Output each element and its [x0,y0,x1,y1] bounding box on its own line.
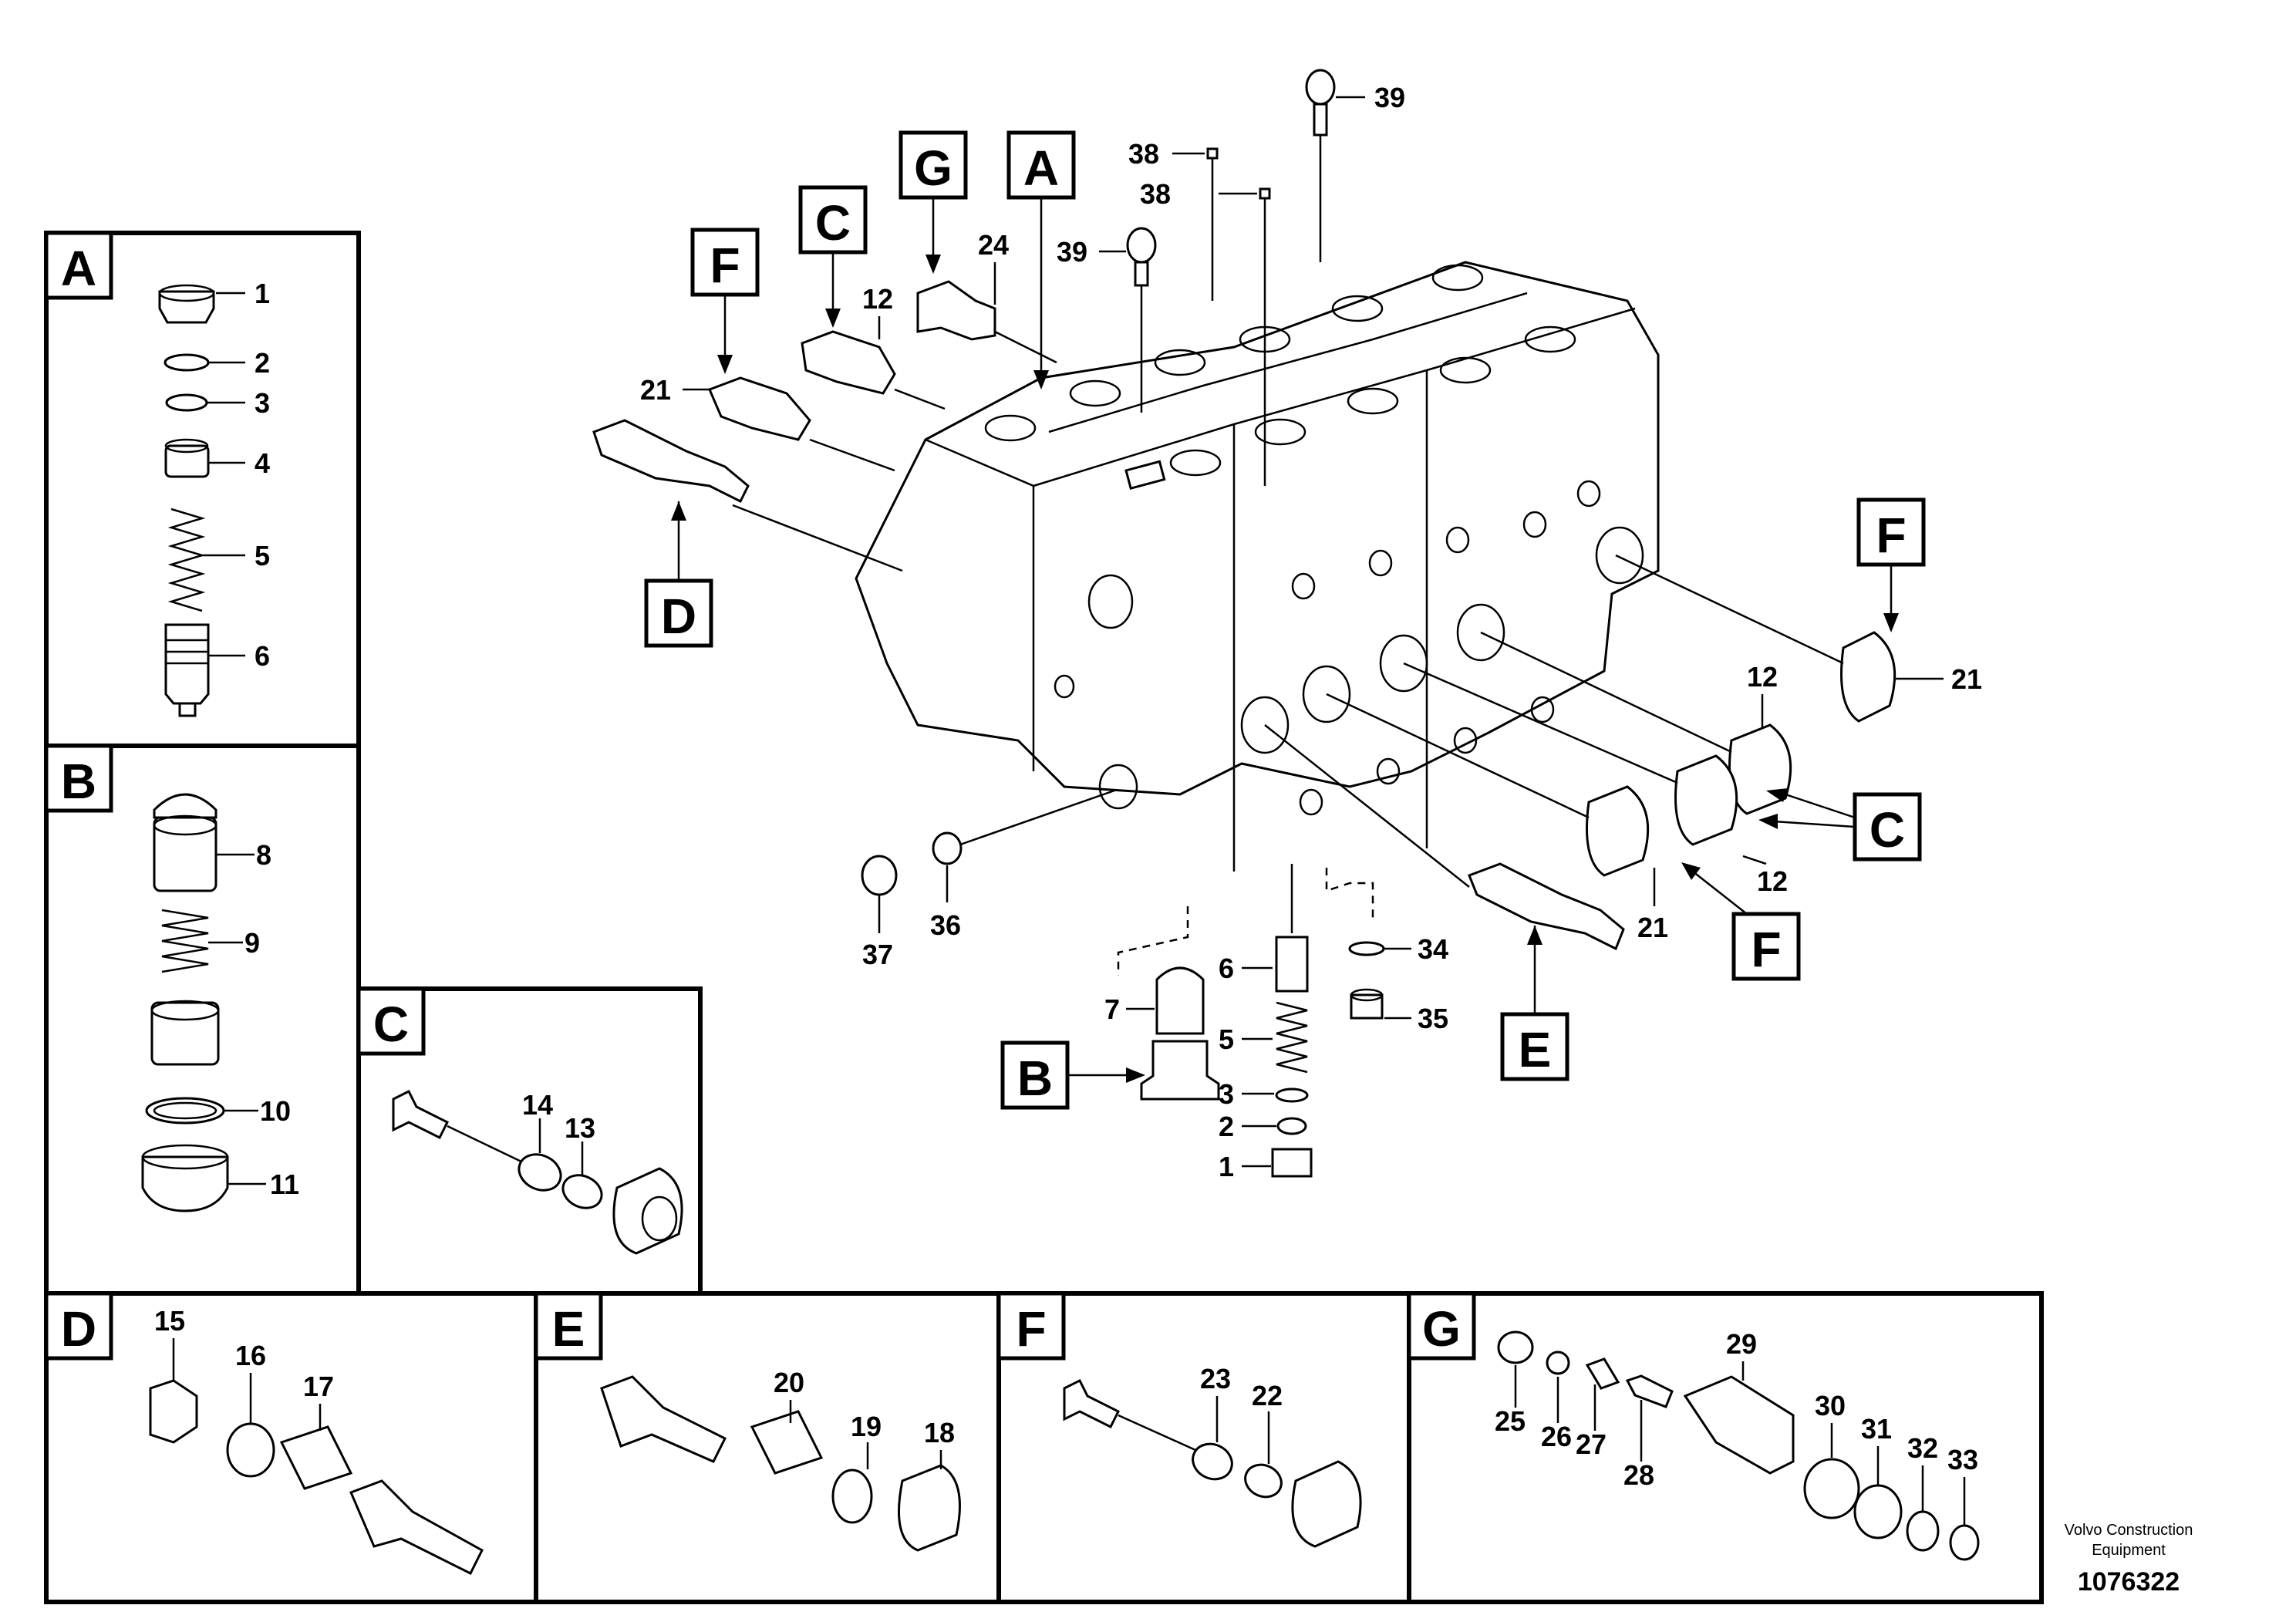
callout-g-30: 30 [1815,1390,1846,1421]
callout-a-2: 2 [255,347,270,379]
block-ports [984,264,1644,816]
callout-main-21-bottom: 21 [1637,912,1668,943]
callout-main-12-top: 12 [862,283,893,315]
callout-g-33: 33 [1947,1444,1978,1475]
callout-main-1: 1 [1219,1151,1234,1182]
panel-b-label: B [61,754,96,809]
panel-a-label: A [61,241,96,296]
callout-g-32: 32 [1907,1432,1938,1464]
callout-main-35: 35 [1418,1003,1448,1034]
callout-a-3: 3 [255,387,270,419]
tag-a: A [1023,140,1059,196]
bottom-components: 37 36 7 6 5 3 2 1 34 35 [861,789,1448,1182]
callout-b-8: 8 [256,839,271,871]
tag-e: E [1519,1022,1552,1077]
callout-b-9: 9 [244,927,260,959]
callout-main-37: 37 [862,939,893,970]
callout-main-2: 2 [1219,1111,1234,1142]
callout-main-36: 36 [930,909,961,941]
callout-d-16: 16 [235,1340,266,1371]
callout-main-7: 7 [1104,993,1120,1025]
callout-b-10: 10 [260,1095,291,1127]
callout-main-3: 3 [1219,1078,1234,1110]
tag-d: D [661,588,696,644]
callout-main-34: 34 [1418,933,1448,965]
tag-g: G [914,140,952,196]
callout-f-22: 22 [1252,1380,1283,1411]
callout-main-12-right-bottom: 12 [1757,865,1788,897]
tag-c: C [815,195,851,251]
callout-main-38-a: 38 [1128,138,1159,170]
callout-d-15: 15 [154,1305,185,1337]
callout-g-31: 31 [1861,1413,1892,1445]
callout-b-11: 11 [270,1168,299,1200]
callout-g-25: 25 [1495,1405,1526,1437]
callout-e-19: 19 [851,1411,882,1442]
callout-main-39-mid: 39 [1057,236,1087,268]
callout-a-5: 5 [255,540,270,572]
callout-main-39-top: 39 [1374,82,1405,113]
top-components: 39 38 38 39 24 12 21 [592,69,1405,572]
panel-a: A 1 2 3 4 5 6 [44,231,361,748]
callout-main-21-right: 21 [1951,663,1982,695]
drawing-number: 1076322 [2078,1567,2180,1597]
callout-a-1: 1 [255,278,270,309]
panel-g-label: G [1422,1301,1461,1357]
callout-g-29: 29 [1726,1328,1757,1360]
tag-b: B [1017,1050,1053,1106]
brand-line-1: Volvo Construction [2065,1522,2193,1539]
callout-main-12-right-top: 12 [1747,661,1778,693]
main-valve-assembly [855,261,1660,872]
panel-f: F 23 22 [996,1291,1411,1604]
callout-main-6: 6 [1219,953,1234,984]
callout-a-6: 6 [255,640,270,672]
panel-d-label: D [61,1301,96,1357]
panel-d: D 15 16 17 [44,1291,538,1604]
callout-a-4: 4 [255,447,270,479]
panel-e-label: E [552,1301,585,1357]
callout-main-5: 5 [1219,1023,1234,1055]
panel-g: G 29 25 26 27 28 30 31 32 33 [1407,1291,2044,1604]
panel-c-label: C [373,996,409,1052]
panel-c: C 14 13 [356,986,703,1296]
panel-b: B 8 9 10 11 [44,744,361,1296]
panel-e: E 20 19 18 [534,1291,1001,1604]
main-letter-tags: G A C F D F C F E [644,130,1926,1110]
tag-c-right: C [1870,802,1905,858]
callout-g-27: 27 [1576,1428,1607,1460]
panel-f-label: F [1016,1301,1046,1357]
callout-e-18: 18 [924,1417,955,1448]
callout-c-14: 14 [522,1089,553,1121]
brand-line-2: Equipment [2092,1542,2166,1559]
callout-c-13: 13 [565,1112,595,1144]
callout-d-17: 17 [303,1371,334,1402]
callout-g-28: 28 [1623,1459,1654,1491]
callout-e-20: 20 [774,1367,804,1398]
tag-f-left: F [710,238,740,293]
tag-f-bottom: F [1751,922,1781,977]
footer-branding: Volvo Construction Equipment 1076322 [2065,1522,2193,1597]
callout-g-26: 26 [1541,1421,1572,1452]
callout-main-24: 24 [978,229,1009,261]
callout-f-23: 23 [1200,1363,1231,1394]
callout-main-38-b: 38 [1140,178,1171,210]
tag-f-right: F [1876,508,1906,563]
callout-main-21-left: 21 [640,374,671,406]
